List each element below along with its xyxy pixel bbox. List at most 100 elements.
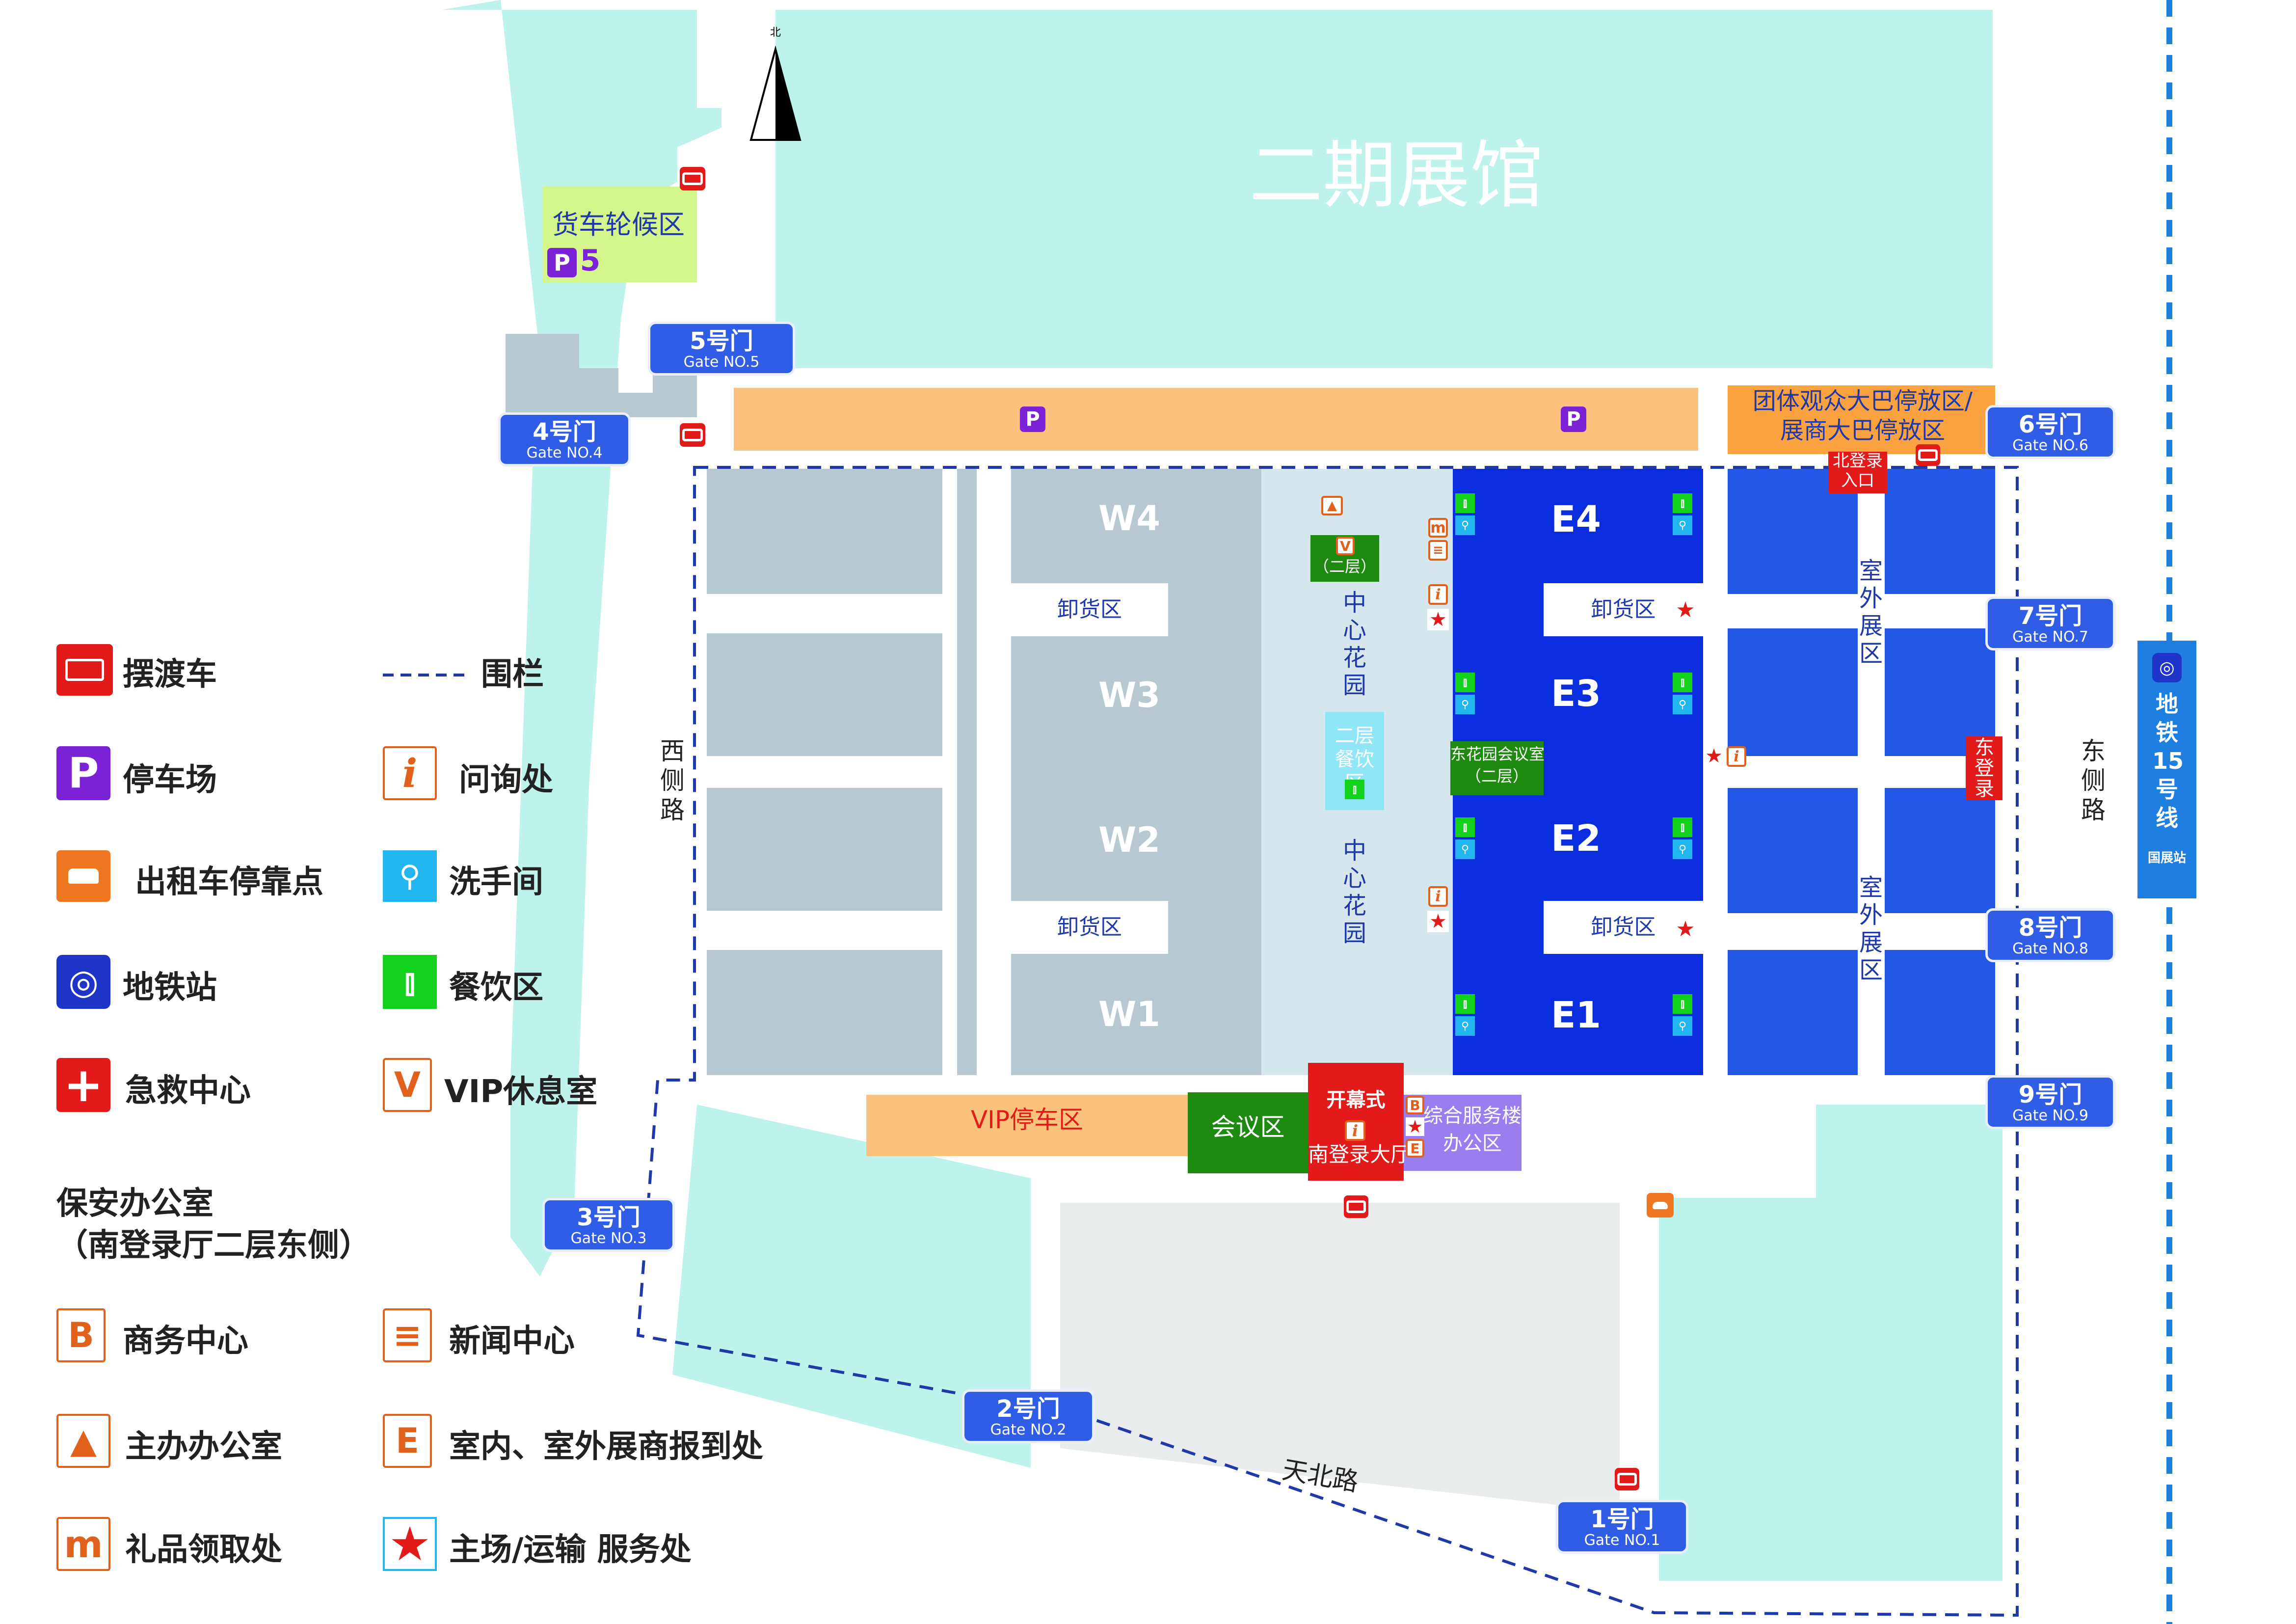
shuttle-icon-gate6[interactable] bbox=[1916, 444, 1940, 466]
shuttle-icon-gate1[interactable] bbox=[1615, 1468, 1639, 1490]
press-center-icon: ≡ bbox=[1428, 540, 1448, 561]
east-registration-label: 东登录 bbox=[1975, 736, 1994, 800]
gate-2-name: 2号门 bbox=[996, 1395, 1060, 1423]
group-bus-parking-line2: 展商大巴停放区 bbox=[1780, 417, 1945, 444]
gate-6-name: 6号门 bbox=[2018, 411, 2082, 438]
outdoor-block-4 bbox=[1885, 628, 1995, 756]
hall-e1-label: E1 bbox=[1551, 994, 1602, 1036]
south-star-icon: ★ bbox=[1406, 1117, 1424, 1137]
restroom-icon-e1-right: ⚲ bbox=[1673, 1016, 1692, 1036]
shuttle-icon-gate4[interactable] bbox=[680, 423, 705, 447]
south-registration-label: 南登录大厅 bbox=[1308, 1142, 1412, 1166]
outdoor-block-3 bbox=[1728, 628, 1858, 756]
legend-vip-icon: V bbox=[383, 1058, 432, 1112]
east-garden-conf-line1: 东花园会议室 bbox=[1450, 745, 1545, 763]
green-area-southeast bbox=[1659, 1105, 2002, 1581]
vip-lounge-icon: V bbox=[1336, 537, 1355, 555]
hall-w3-label: W3 bbox=[1098, 675, 1160, 715]
legend-shuttle-icon bbox=[56, 644, 113, 696]
hall-w-block-2 bbox=[707, 633, 942, 756]
legend-vip-label: VIP休息室 bbox=[444, 1074, 598, 1110]
shuttle-icon-north[interactable] bbox=[680, 167, 705, 190]
group-bus-parking-line1: 团体观众大巴停放区/ bbox=[1752, 387, 1973, 415]
outdoor-block-5 bbox=[1728, 788, 1858, 913]
legend-fence-label: 围栏 bbox=[481, 656, 544, 693]
north-registration-line2: 入口 bbox=[1841, 471, 1874, 490]
north-parking-strip bbox=[734, 388, 1698, 451]
south-registration-icon: E bbox=[1406, 1139, 1424, 1158]
star-icon-center-south: ★ bbox=[1427, 910, 1449, 933]
hall-w-block-1 bbox=[707, 469, 942, 594]
unloading-w-south: 卸货区 bbox=[1011, 901, 1168, 954]
center-garden-label-south: 中心花园 bbox=[1342, 837, 1366, 947]
east-registration-box bbox=[1966, 736, 2002, 800]
building-northwest bbox=[506, 334, 653, 417]
hall-w-strip bbox=[957, 469, 977, 1075]
metro-station-label: 国展站 bbox=[2147, 851, 2186, 866]
hall-w-block-4 bbox=[707, 950, 942, 1075]
legend-star-icon: ★ bbox=[383, 1516, 437, 1571]
legend-registration-label: 室内、室外展商报到处 bbox=[449, 1429, 763, 1465]
legend-restroom-label: 洗手间 bbox=[449, 864, 543, 900]
legend-gift-icon: m bbox=[56, 1517, 110, 1571]
hall-e2-label: E2 bbox=[1551, 817, 1602, 860]
restroom-icon-e3-left: ⚲ bbox=[1455, 695, 1475, 714]
legend-parking-icon: P bbox=[56, 746, 110, 800]
legend-organizer-label: 主办办公室 bbox=[125, 1429, 282, 1465]
gate-8-en: Gate NO.8 bbox=[2012, 940, 2088, 957]
vip-parking-label: VIP停车区 bbox=[970, 1106, 1084, 1134]
info-icon-outdoor: i bbox=[1727, 746, 1746, 767]
hall-w4-label: W4 bbox=[1098, 498, 1160, 539]
legend-restroom-icon: ⚲ bbox=[383, 850, 437, 902]
phase2-hall-label: 二期展馆 bbox=[1249, 133, 1544, 218]
legend-metro-icon: ◎ bbox=[56, 955, 110, 1009]
outdoor-block-2 bbox=[1885, 469, 1995, 594]
conference-area bbox=[1188, 1092, 1308, 1173]
legend-first-aid-label: 急救中心 bbox=[125, 1073, 251, 1109]
gate-5-name: 5号门 bbox=[690, 327, 753, 355]
legend-security-line1: 保安办公室 bbox=[56, 1186, 214, 1222]
restroom-icon-e1-left: ⚲ bbox=[1455, 1016, 1475, 1036]
legend-info-label: 问询处 bbox=[459, 762, 553, 798]
shuttle-icon-south[interactable] bbox=[1344, 1195, 1368, 1218]
restroom-icon-e4-right: ⚲ bbox=[1673, 515, 1692, 535]
vip-parking-area bbox=[866, 1095, 1188, 1156]
legend-metro-label: 地铁站 bbox=[123, 970, 217, 1006]
organizer-office-icon: ▲ bbox=[1321, 496, 1343, 515]
east-garden-conference bbox=[1450, 741, 1544, 795]
legend-press-label: 新闻中心 bbox=[449, 1323, 575, 1359]
gate-7-en: Gate NO.7 bbox=[2012, 628, 2088, 646]
gate-3-name: 3号门 bbox=[577, 1204, 641, 1231]
unloading-w-north: 卸货区 bbox=[1011, 583, 1168, 636]
info-icon-center-north: i bbox=[1428, 584, 1448, 605]
food-icon-e1-left: ⫾ bbox=[1455, 994, 1475, 1014]
north-registration-line1: 北登录 bbox=[1833, 451, 1883, 471]
gate-4-en: Gate NO.4 bbox=[526, 444, 603, 461]
metro-line-icon: ◎ bbox=[2152, 653, 2182, 682]
gate-9-name: 9号门 bbox=[2018, 1081, 2082, 1109]
center-garden-label-north: 中心花园 bbox=[1342, 589, 1366, 699]
service-building-line1: 综合服务楼/ bbox=[1423, 1105, 1528, 1127]
hall-w1-label: W1 bbox=[1098, 994, 1160, 1034]
legend-taxi-label: 出租车停靠点 bbox=[135, 864, 323, 900]
taxi-icon-south[interactable] bbox=[1647, 1193, 1674, 1218]
restroom-icon-e2-left: ⚲ bbox=[1455, 839, 1475, 859]
outdoor-exhibit-label-south: 室外展区 bbox=[1859, 874, 1883, 984]
star-icon-e-south: ★ bbox=[1674, 917, 1697, 942]
food-icon-e4-left: ⫾ bbox=[1455, 493, 1475, 513]
plaza-south bbox=[1060, 1203, 1620, 1512]
south-business-icon: B bbox=[1406, 1096, 1424, 1114]
legend-security-line2: （南登录厅二层东侧） bbox=[56, 1227, 371, 1264]
gate-2-en: Gate NO.2 bbox=[990, 1421, 1067, 1438]
star-icon-e-north: ★ bbox=[1674, 597, 1697, 623]
metro-line-label: 地铁15号线 bbox=[2152, 691, 2184, 831]
